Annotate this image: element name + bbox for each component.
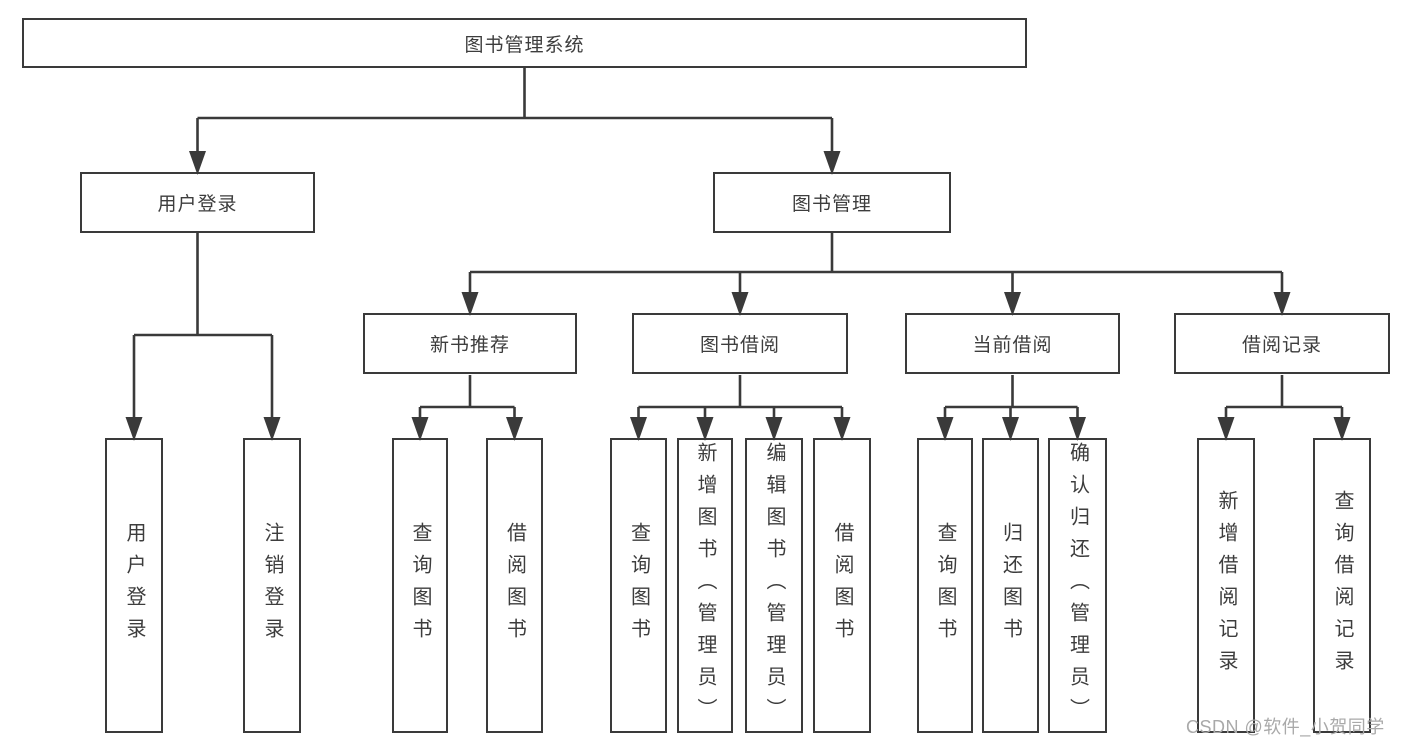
node-query-books-under-borrowing: 查询图书 [610, 438, 667, 733]
node-borrowing-records: 借阅记录 [1174, 313, 1390, 374]
node-borrow-books-under-recommendation: 借阅图书 [486, 438, 543, 733]
node-logout-leaf: 注销登录 [243, 438, 301, 733]
node-query-books-under-recommendation: 查询图书 [392, 438, 448, 733]
node-user-login: 用户登录 [80, 172, 315, 233]
node-new-book-recommendation: 新书推荐 [363, 313, 577, 374]
node-user-login-leaf: 用户登录 [105, 438, 163, 733]
csdn-watermark: CSDN @软件_小贺同学 [1186, 717, 1385, 737]
node-return-books: 归还图书 [982, 438, 1039, 733]
node-add-books-admin: 新增图书（管理员） [677, 438, 733, 733]
node-edit-books-admin: 编辑图书（管理员） [745, 438, 803, 733]
node-add-borrow-record: 新增借阅记录 [1197, 438, 1255, 733]
node-query-borrow-record: 查询借阅记录 [1313, 438, 1371, 733]
node-root-library-system: 图书管理系统 [22, 18, 1027, 68]
node-confirm-return-admin: 确认归还（管理员） [1048, 438, 1107, 733]
node-current-borrowing: 当前借阅 [905, 313, 1120, 374]
node-book-management: 图书管理 [713, 172, 951, 233]
node-borrow-books-leaf: 借阅图书 [813, 438, 871, 733]
node-book-borrowing: 图书借阅 [632, 313, 848, 374]
node-query-books-under-current: 查询图书 [917, 438, 973, 733]
